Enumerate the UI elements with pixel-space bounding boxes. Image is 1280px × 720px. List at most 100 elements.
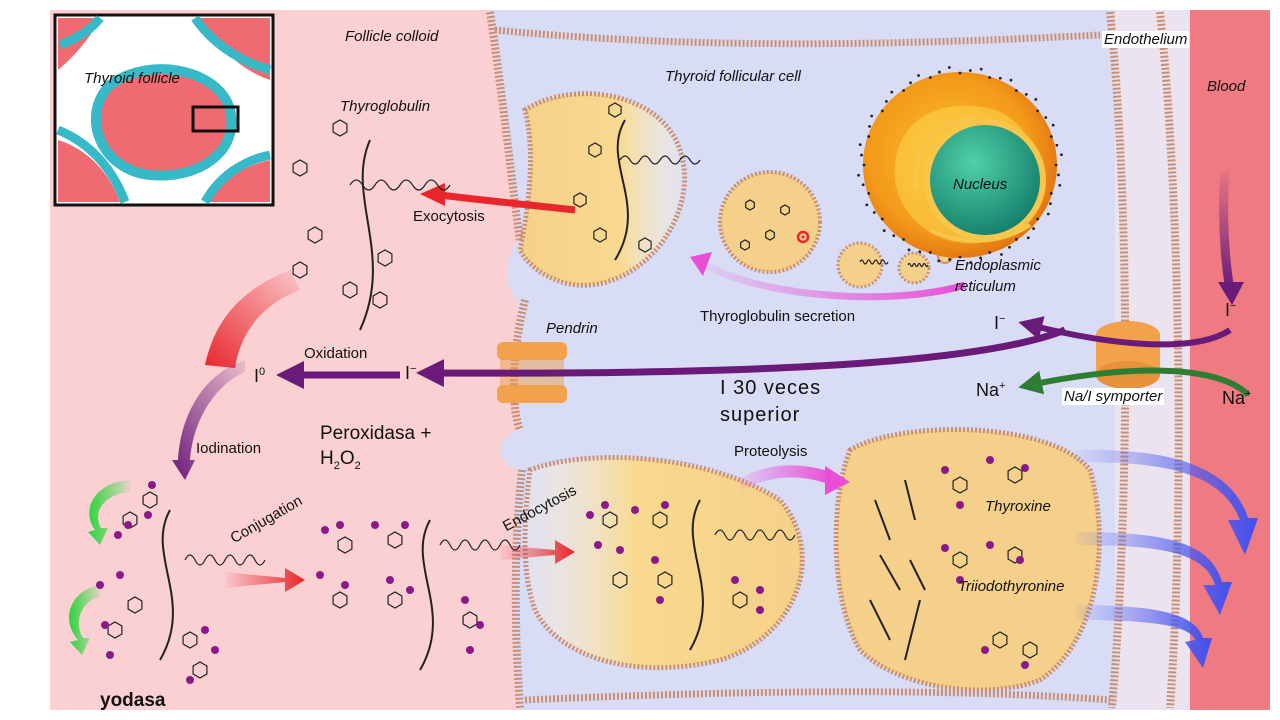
red-swoop-arrow	[205, 270, 300, 368]
ribosome-dot	[890, 90, 894, 94]
ribosome-dot	[1034, 98, 1038, 101]
yodasa-label: yodasa	[100, 690, 166, 711]
ribosome-dot	[1044, 116, 1048, 119]
ribosome-dot	[938, 70, 941, 74]
iodide-transport-arrow	[416, 326, 1067, 388]
iodine-atoms	[96, 456, 1029, 684]
ribosome-dot	[968, 69, 972, 72]
iodine-atom-dot	[211, 646, 219, 654]
iodine-atom-sup: 0	[259, 366, 266, 378]
iodine-atom-dot	[321, 526, 329, 534]
ribosome-dot	[1000, 253, 1003, 256]
iodide-base: I	[1225, 300, 1231, 320]
ribosome-dots	[857, 66, 1063, 264]
protein-strand	[349, 179, 451, 191]
iodine-atom-dot	[651, 556, 659, 564]
iodine-atom-dot	[616, 546, 624, 554]
iodine-atom-dot	[371, 521, 379, 529]
ribosome-dot	[1046, 212, 1050, 216]
protein-backbone	[689, 499, 704, 651]
ribosome-dot	[928, 251, 932, 254]
iodine-atom-dot	[731, 576, 739, 584]
iodide-base: I	[994, 313, 1000, 333]
iodine-atom-dot	[401, 521, 409, 529]
iodine-atom-dot	[631, 506, 639, 514]
sodium-arrow	[1018, 367, 1251, 398]
benzene-ring	[342, 281, 358, 299]
iodine-atom-dot	[341, 581, 349, 589]
benzene-ring	[602, 511, 618, 529]
ribosome-dot	[902, 89, 905, 92]
concentration-label-line2: superior	[720, 404, 801, 426]
ribosome-dot	[988, 251, 992, 254]
iodide-cell-label: I−	[994, 313, 1005, 334]
benzene-ring	[292, 159, 308, 177]
ribosome-dot	[1015, 238, 1018, 241]
ribosome-dot	[861, 183, 865, 187]
iodine-atom-dot	[941, 544, 949, 552]
iodine-atom-dot	[1021, 661, 1029, 669]
lysosome-vesicle	[833, 427, 1102, 693]
pendrin-label: Pendrin	[546, 320, 598, 337]
iodine-atom-dot	[586, 511, 594, 519]
ribosome-dot	[1051, 123, 1055, 127]
benzene-ring	[732, 591, 748, 609]
ribosome-dot	[928, 76, 932, 79]
h2o2-h: H	[320, 448, 334, 469]
exocytosis-vesicle	[517, 91, 687, 288]
thyroid-follicular-cell-label: Thyroid follicular cell	[665, 68, 801, 85]
protein-strand	[859, 259, 889, 265]
conjugation-arrow	[225, 568, 305, 592]
ribosome-dot	[969, 261, 973, 264]
h2o2-2a: 2	[333, 459, 340, 472]
nucleus-label: Nucleus	[953, 176, 1008, 193]
ribosome-dot	[1009, 78, 1013, 82]
na-sup: +	[1245, 388, 1252, 400]
ribosome-dot	[1026, 236, 1030, 240]
protein-backbone	[419, 519, 434, 671]
benzene-ring	[638, 237, 652, 253]
iodine-atom-dot	[756, 606, 764, 614]
nucleus-er-complex	[863, 72, 1057, 258]
benzene-ring	[182, 631, 198, 649]
na-i-symporter	[1096, 321, 1160, 389]
benzene-ring	[608, 102, 622, 118]
endoplasmic-reticulum-label-line1: Endoplasmic	[955, 257, 1041, 274]
iodine-atom-dot	[336, 521, 344, 529]
iodine-atom-dot	[476, 621, 484, 629]
ribosome-dot	[958, 71, 962, 75]
iodine-atom-dot	[956, 576, 964, 584]
iodination-label: Iodination	[196, 440, 262, 457]
oxidation-label: Oxidation	[304, 345, 368, 362]
ribosome-dot	[1015, 89, 1018, 92]
iodination-curl-top	[88, 480, 130, 545]
secretory-vesicle-large	[718, 170, 822, 274]
iodination-curl-bottom	[69, 585, 100, 655]
benzene-ring	[387, 531, 403, 549]
iodide-blood-label: I−	[1225, 300, 1236, 321]
exocytosis-arrow	[439, 191, 576, 214]
iodine-atom-dot	[186, 676, 194, 684]
cell-bottom-membrane	[524, 688, 1111, 704]
sodium-blood-label: Na+	[1222, 388, 1251, 409]
iodide-sup: −	[999, 313, 1006, 325]
na-sup: +	[999, 380, 1006, 392]
na-i-symporter-label: Na/I symporter	[1062, 388, 1165, 405]
iodine-atom-dot	[101, 621, 109, 629]
benzene-ring	[127, 596, 143, 614]
benzene-ring	[652, 511, 668, 529]
ribosome-dot	[1060, 153, 1063, 157]
benzene-ring	[1022, 641, 1038, 659]
endocytosis-vesicle	[522, 455, 805, 671]
iodine-atom-label: I0	[254, 366, 265, 387]
benzene-ring	[462, 611, 478, 629]
molecule-drawings	[107, 102, 1038, 679]
iodine-atom-dot	[148, 481, 156, 489]
ribosome-dot	[979, 67, 983, 71]
degraded-fragments	[869, 479, 926, 661]
thyroglobulin-label: Thyroglobulin	[340, 98, 431, 115]
iodine-atom-base: I	[254, 366, 260, 386]
iodine-atom-dot	[201, 626, 209, 634]
ribosome-dot	[1055, 143, 1059, 147]
benzene-ring	[337, 536, 353, 554]
